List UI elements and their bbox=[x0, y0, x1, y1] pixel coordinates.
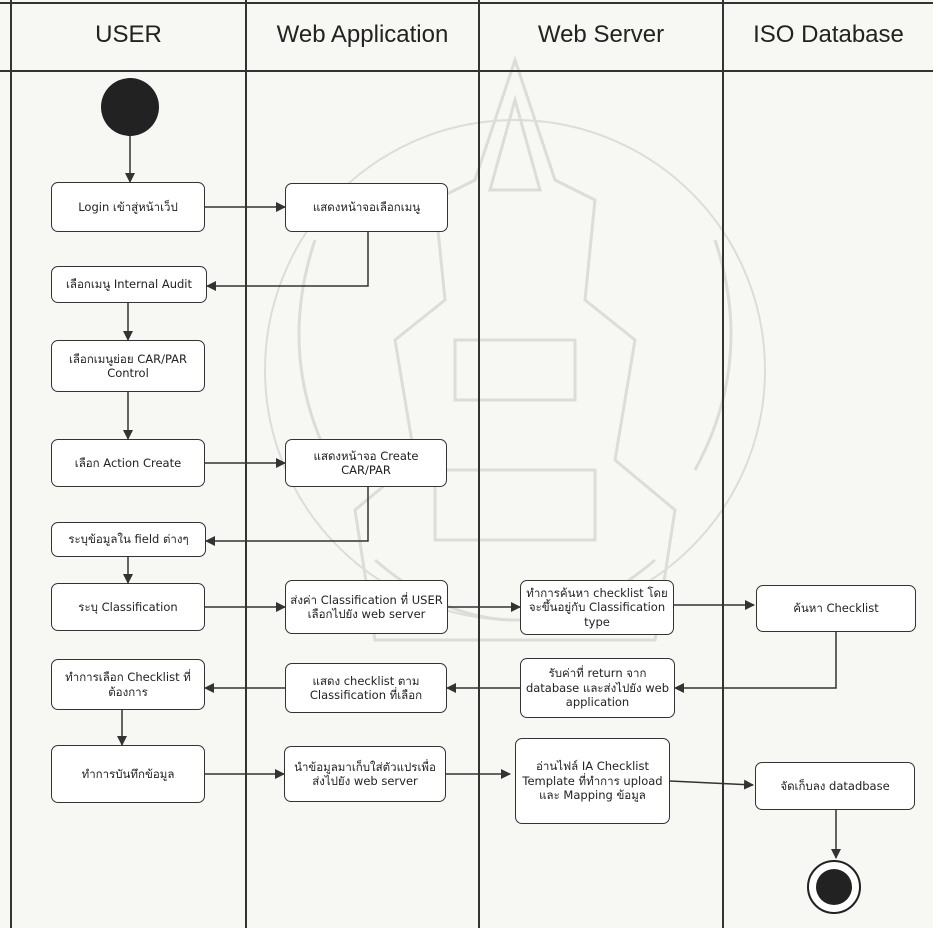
lane-title-web-server: Web Server bbox=[537, 21, 665, 48]
arrow-show-menu-to-internal-audit bbox=[206, 232, 369, 291]
lane-title-user: USER bbox=[95, 21, 162, 48]
node-send-classification: ส่งค่า Classification ที่ USER เลือกไปยั… bbox=[285, 580, 448, 634]
header-separator bbox=[0, 70, 933, 72]
node-show-menu: แสดงหน้าจอเลือกเมนู bbox=[285, 183, 448, 232]
node-fill-fields: ระบุข้อมูลใน field ต่างๆ bbox=[51, 522, 206, 557]
node-search-checklist-by-type: ทำการค้นหา checklist โดยจะขึ้นอยู่กับ Cl… bbox=[520, 580, 674, 635]
node-store-variables: นำข้อมูลมาเก็บใส่ตัวแปรเพื่อส่งไปยัง web… bbox=[284, 746, 446, 802]
arrow-search-db-to-receive bbox=[674, 632, 837, 693]
node-read-template: อ่านไฟล์ IA Checklist Template ที่ทำการ … bbox=[515, 738, 670, 824]
node-select-action-create: เลือก Action Create bbox=[51, 439, 205, 487]
start-node bbox=[101, 78, 159, 136]
node-search-checklist-db: ค้นหา Checklist bbox=[756, 585, 916, 632]
lane-title-web-application: Web Application bbox=[276, 21, 449, 48]
lane-separator-3 bbox=[722, 0, 724, 928]
lane-title-iso-database: ISO Database bbox=[753, 21, 904, 48]
node-receive-return: รับค่าที่ return จาก database และส่งไปยั… bbox=[520, 658, 675, 718]
node-select-checklist: ทำการเลือก Checklist ที่ต้องการ bbox=[51, 659, 205, 710]
lane-separator-1 bbox=[245, 0, 247, 928]
node-show-create-screen: แสดงหน้าจอ Create CAR/PAR bbox=[285, 439, 447, 487]
node-login: Login เข้าสู่หน้าเว็ป bbox=[51, 182, 205, 232]
arrow-read-template-to-store-db bbox=[669, 779, 754, 790]
node-store-database: จัดเก็บลง datadbase bbox=[755, 762, 915, 810]
end-node-core bbox=[816, 869, 852, 905]
top-border bbox=[0, 2, 933, 4]
node-select-carpar-control: เลือกเมนูย่อย CAR/PAR Control bbox=[51, 340, 205, 392]
node-specify-classification: ระบุ Classification bbox=[51, 583, 205, 631]
lane-border-left bbox=[10, 0, 12, 928]
node-show-checklist: แสดง checklist ตาม Classification ที่เลื… bbox=[285, 663, 447, 713]
arrow-show-create-to-fill-fields bbox=[205, 487, 369, 546]
node-select-internal-audit: เลือกเมนู Internal Audit bbox=[51, 266, 207, 303]
lane-separator-2 bbox=[478, 0, 480, 928]
node-save-data: ทำการบันทึกข้อมูล bbox=[51, 745, 205, 803]
